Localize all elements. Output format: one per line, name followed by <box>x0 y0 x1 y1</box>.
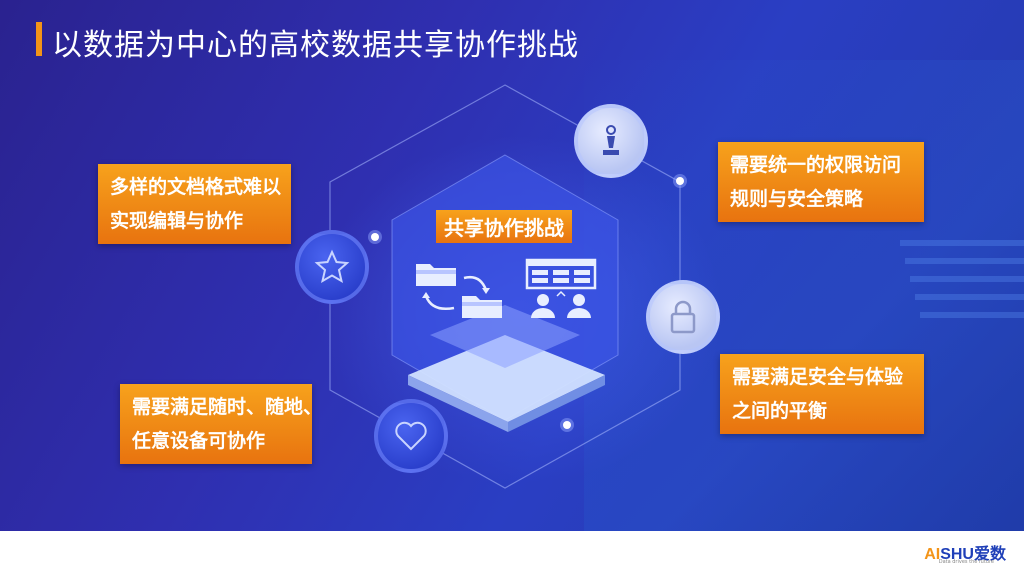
folder-transfer-icon <box>416 264 502 318</box>
chess-piece-icon <box>574 104 648 178</box>
center-label: 共享协作挑战 <box>436 210 572 243</box>
stripe <box>920 312 1024 318</box>
stripe <box>910 276 1024 282</box>
card-top-left: 多样的文档格式难以 实现编辑与协作 <box>98 164 291 244</box>
node-dot <box>563 421 571 429</box>
footer <box>0 531 1024 576</box>
title-accent-bar <box>36 22 42 56</box>
slide-background: 共享协作挑战 多样的文档格式难以 实现编辑与协作 需要满足随时、随地、 任意设备… <box>0 0 1024 531</box>
stripe <box>900 240 1024 246</box>
card-bottom-left: 需要满足随时、随地、 任意设备可协作 <box>120 384 322 464</box>
brand-logo: AISHU爱数 <box>924 546 1006 563</box>
node-dot <box>676 177 684 185</box>
page-title: 以数据为中心的高校数据共享协作挑战 <box>52 28 579 63</box>
card-top-right: 需要统一的权限访问 规则与安全策略 <box>718 142 924 222</box>
lock-icon <box>646 280 720 354</box>
node-dot <box>371 233 379 241</box>
card-bottom-right: 需要满足安全与体验 之间的平衡 <box>720 354 924 434</box>
stripe <box>905 258 1024 264</box>
heart-icon <box>374 399 448 473</box>
user-table-icon <box>525 258 597 318</box>
star-icon <box>295 230 369 304</box>
brand-tagline: Data drives the future <box>938 559 994 565</box>
stripe <box>915 294 1024 300</box>
